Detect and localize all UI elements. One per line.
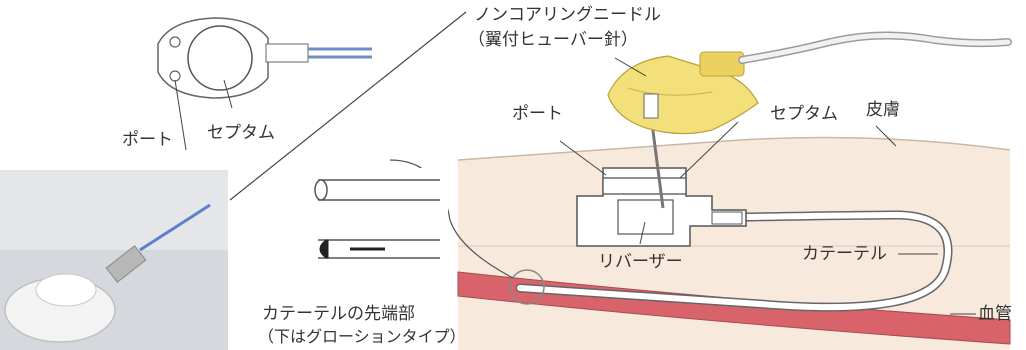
needle-hub bbox=[643, 93, 659, 119]
needle-wing-crease bbox=[627, 87, 713, 96]
port-top-hole bbox=[169, 36, 181, 48]
catheter-label: カテーテル bbox=[802, 244, 887, 264]
septum-label: セプタム bbox=[770, 104, 838, 124]
tip-inset-bg bbox=[306, 168, 448, 262]
leader-port bbox=[559, 140, 607, 176]
leader-reservoir bbox=[639, 221, 646, 245]
port-top-connector bbox=[265, 43, 309, 63]
needle-label: ノンコアリングニードル bbox=[474, 5, 661, 25]
tip-label: カテーテルの先端部 bbox=[262, 304, 415, 324]
tip-sublabel: （下はグローションタイプ） bbox=[258, 327, 466, 346]
top-port-label: ポート bbox=[122, 130, 173, 150]
leader-top-septum bbox=[223, 79, 233, 109]
leader-skin bbox=[875, 125, 897, 147]
skin-label: 皮膚 bbox=[866, 100, 900, 120]
divider-line bbox=[229, 11, 467, 201]
needle-extension-tube-inner bbox=[739, 32, 1011, 63]
port-photo-shade bbox=[0, 170, 228, 250]
leader-septum bbox=[679, 121, 739, 179]
port-label: ポート bbox=[512, 104, 563, 124]
port-reservoir bbox=[617, 199, 674, 235]
tip-groshong-end bbox=[319, 239, 329, 259]
reservoir-label: リバーザー bbox=[598, 252, 683, 272]
needle-clamp bbox=[699, 51, 745, 77]
port-photo-connector bbox=[105, 245, 147, 283]
port-photo-catheter bbox=[139, 203, 211, 252]
port-top-septum bbox=[187, 25, 253, 91]
top-septum-label: セプタム bbox=[207, 123, 275, 143]
port-top-hole bbox=[169, 70, 181, 82]
vessel-label: 血管 bbox=[978, 304, 1012, 324]
skin-surface bbox=[457, 136, 1011, 161]
port-photo-dome bbox=[35, 273, 97, 307]
needle-sublabel: （翼付ヒューバー針） bbox=[468, 30, 638, 50]
catheter-tube-inner bbox=[517, 211, 951, 311]
leader-top-port bbox=[174, 79, 187, 151]
port-septum bbox=[602, 177, 687, 195]
tip-open-end bbox=[314, 179, 328, 201]
tip-groshong-body bbox=[318, 239, 440, 259]
port-outlet bbox=[711, 211, 743, 225]
tip-magnifier-circle bbox=[509, 269, 545, 305]
leader-needle bbox=[614, 57, 647, 77]
tip-callout bbox=[389, 159, 514, 279]
needle-extension-tube bbox=[738, 31, 1012, 64]
